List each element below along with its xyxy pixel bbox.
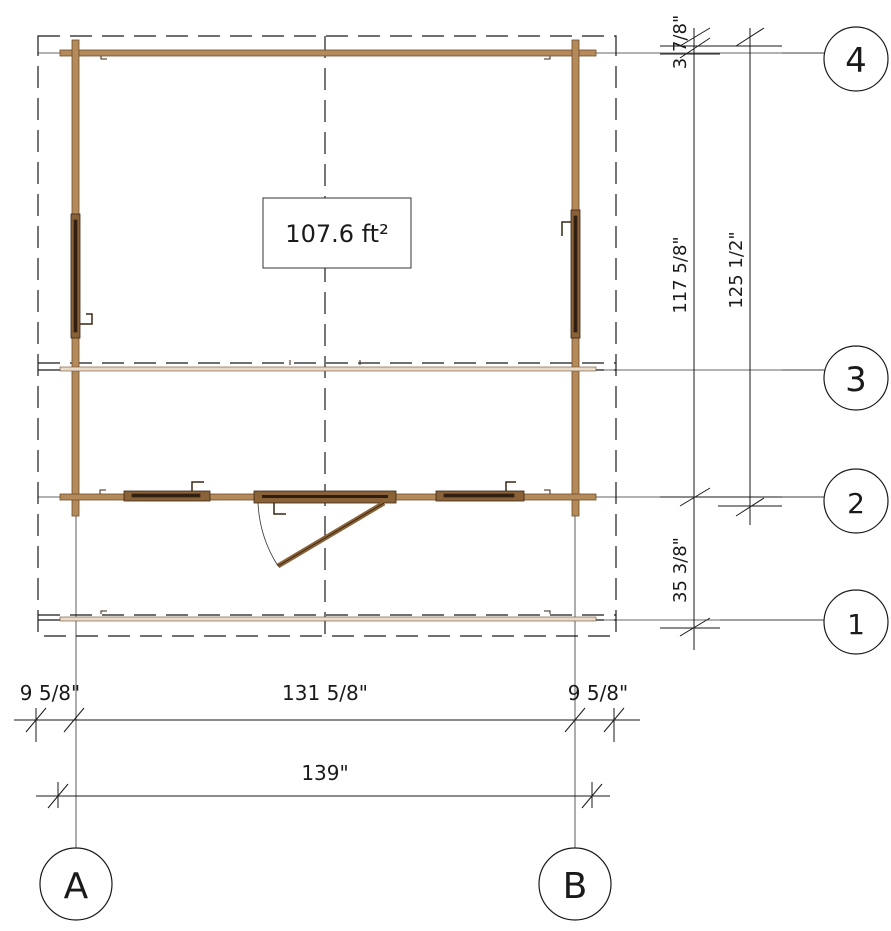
windows [70, 209, 581, 502]
dims-bottom-text: 9 5/8" 131 5/8" 9 5/8" 139" [20, 681, 628, 785]
grid-lines [38, 40, 825, 852]
door-swing-arc [257, 502, 279, 567]
grid-label-3: 3 [845, 360, 867, 400]
dim-right-3-7-8: 3 7/8" [670, 15, 691, 69]
beam-ticks [99, 56, 551, 614]
grid-label-b: B [563, 866, 588, 907]
grid-label-a: A [64, 866, 89, 907]
dim-right-117-5-8: 117 5/8" [670, 236, 691, 313]
bubble-leaders [720, 52, 824, 621]
dim-right-35-3-8: 35 3/8" [670, 537, 691, 603]
grid-label-4: 4 [845, 41, 867, 81]
grid-label-1: 1 [847, 608, 865, 641]
grid-bubble-a [39, 847, 113, 921]
dim-bottom-left-9-5-8: 9 5/8" [20, 681, 80, 705]
grid-label-2: 2 [847, 487, 865, 520]
dims-bottom [14, 707, 640, 809]
grid-bubbles [39, 26, 889, 921]
grid-bubble-2 [823, 468, 889, 534]
dim-bottom-139: 139" [301, 761, 348, 785]
area-label: 107.6 ft² [285, 220, 388, 248]
grid-bubble-b [538, 847, 612, 921]
dim-right-125-1-2: 125 1/2" [726, 231, 747, 308]
dim-bottom-131-5-8: 131 5/8" [282, 681, 368, 705]
grid-bubble-4 [823, 26, 889, 92]
dims-right [660, 27, 782, 650]
wall-top [59, 49, 597, 57]
door [253, 490, 397, 569]
grid-bubble-1 [823, 589, 889, 655]
beam-grid-3 [59, 366, 597, 372]
grid-bubble-labels: 4 3 2 1 A B [64, 41, 867, 907]
dims-right-text: 3 7/8" 117 5/8" 35 3/8" 125 1/2" [670, 15, 747, 603]
dim-bottom-right-9-5-8: 9 5/8" [568, 681, 628, 705]
area-tag: 107.6 ft² [262, 197, 412, 269]
grid-bubble-3 [823, 345, 889, 411]
beam-grid-1 [59, 616, 597, 622]
roof-outline [37, 35, 617, 637]
